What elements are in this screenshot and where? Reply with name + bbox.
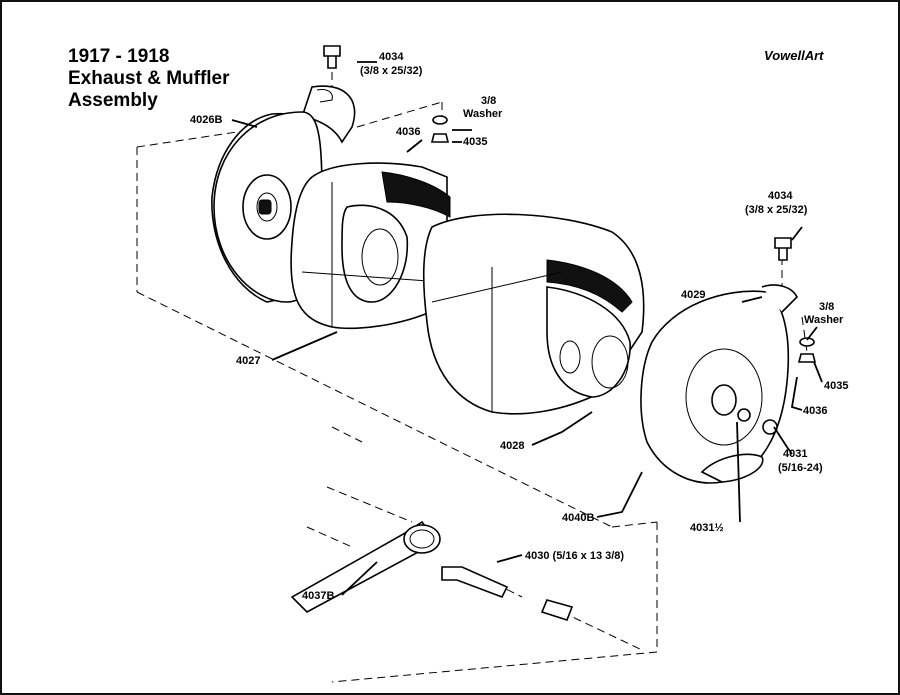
- diagram-title: 1917 - 1918 Exhaust & Muffler Assembly: [68, 46, 230, 112]
- label-4030: 4030 (5/16 x 13 3/8): [525, 550, 624, 562]
- label-4040b: 4040B: [562, 512, 594, 524]
- hardware-top: [323, 45, 817, 363]
- label-4034-top: 4034: [379, 51, 404, 63]
- label-washer-right-1: 3/8: [819, 301, 834, 313]
- label-4028: 4028: [500, 440, 524, 452]
- label-4035-right: 4035: [824, 380, 848, 392]
- alignment-box-lines: [136, 101, 658, 683]
- label-4031: 4031: [783, 448, 807, 460]
- bolt-4030: [441, 566, 574, 621]
- label-4026b: 4026B: [190, 114, 222, 126]
- title-line-1: 1917 - 1918: [68, 46, 170, 67]
- brand-label: VowellArt: [764, 48, 824, 63]
- label-4035-top: 4035: [463, 136, 487, 148]
- label-4037b: 4037B: [302, 590, 334, 602]
- label-washer-top-1: 3/8: [481, 95, 496, 107]
- label-4031-size: (5/16-24): [778, 462, 823, 474]
- label-4029: 4029: [681, 289, 705, 301]
- label-washer-right-2: Washer: [804, 314, 844, 326]
- title-line-3: Assembly: [68, 90, 158, 111]
- label-4027: 4027: [236, 355, 260, 367]
- label-4034-right-size: (3/8 x 25/32): [745, 204, 808, 216]
- label-washer-top-2: Washer: [463, 108, 503, 120]
- end-cap-4040b: [640, 284, 798, 484]
- label-4031-half: 4031½: [690, 522, 724, 534]
- title-line-2: Exhaust & Muffler: [68, 68, 230, 89]
- leader-lines: [231, 61, 823, 596]
- label-4034-right: 4034: [768, 190, 793, 202]
- label-4034-top-size: (3/8 x 25/32): [360, 65, 423, 77]
- label-4036-right: 4036: [803, 405, 827, 417]
- cylinder-4028: [422, 213, 645, 415]
- cylinder-4027: [290, 162, 451, 330]
- tube-4037b: [290, 520, 441, 613]
- label-4036-top: 4036: [396, 126, 420, 138]
